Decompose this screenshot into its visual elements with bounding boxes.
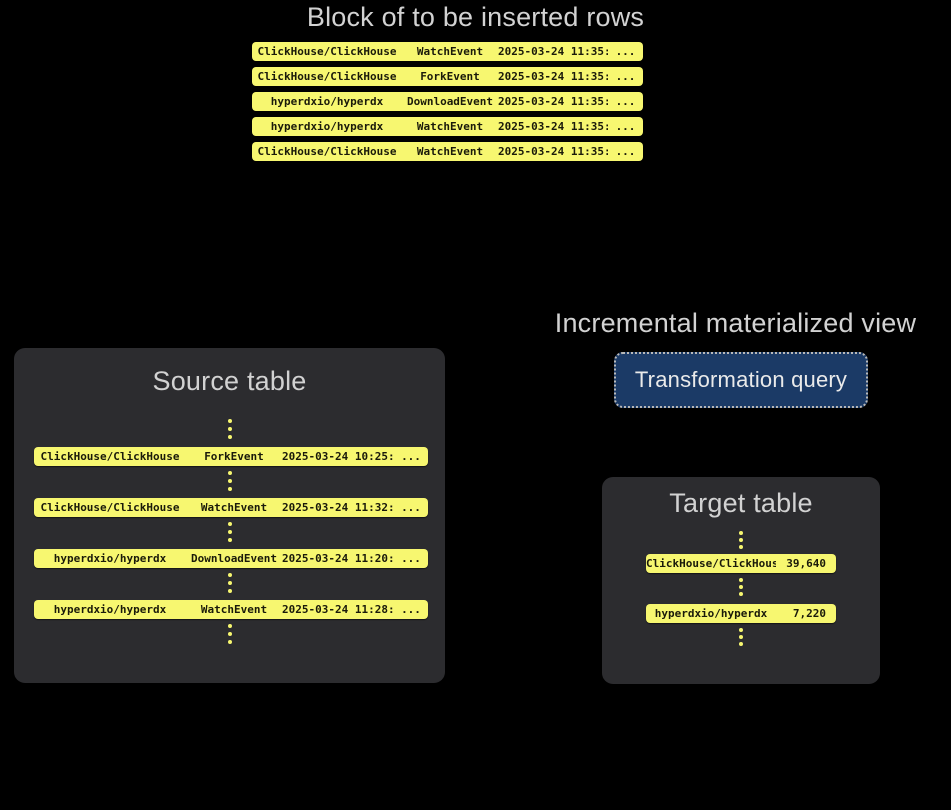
materialized-view-title: Incremental materialized view [554,308,917,338]
ellipsis-icon [228,419,232,439]
ellipsis-icon [228,624,232,644]
row-event: DownloadEvent [406,95,494,108]
target-table-title: Target table [669,488,813,518]
block-row: ClickHouse/ClickHouse ForkEvent 2025-03-… [252,67,643,86]
row-more: ... [615,120,636,133]
row-more: ... [615,95,636,108]
row-repo: ClickHouse/ClickHouse [40,450,180,463]
row-event: DownloadEvent [190,552,278,565]
row-value: 39,640 [786,557,826,570]
target-table-row: hyperdxio/hyperdx 7,220 [646,604,836,623]
row-repo: hyperdxio/hyperdx [270,95,384,108]
row-repo: ClickHouse/ClickHouse [646,557,776,570]
ellipsis-icon [739,578,743,596]
row-repo: hyperdxio/hyperdx [270,120,384,133]
source-table-row: hyperdxio/hyperdx DownloadEvent 2025-03-… [34,549,428,568]
block-row: hyperdxio/hyperdx DownloadEvent 2025-03-… [252,92,643,111]
ellipsis-icon [739,628,743,646]
row-event: WatchEvent [416,145,484,158]
row-repo: hyperdxio/hyperdx [53,603,167,616]
row-timestamp: 2025-03-24 11:20:12 [282,552,394,565]
row-timestamp: 2025-03-24 10:25:00 [282,450,394,463]
row-value: 7,220 [792,607,826,620]
row-timestamp: 2025-03-24 11:35:48 [498,95,608,108]
source-table-row: ClickHouse/ClickHouse ForkEvent 2025-03-… [34,447,428,466]
row-timestamp: 2025-03-24 11:28:32 [282,603,394,616]
row-event: WatchEvent [200,501,268,514]
transformation-query-box[interactable]: Transformation query [614,352,868,408]
row-more: ... [615,45,636,58]
block-row: ClickHouse/ClickHouse WatchEvent 2025-03… [252,42,643,61]
row-more: ... [401,552,421,565]
row-repo: hyperdxio/hyperdx [53,552,167,565]
ellipsis-icon [228,522,232,542]
row-timestamp: 2025-03-24 11:35:54 [498,145,608,158]
row-timestamp: 2025-03-24 11:35:52 [498,120,608,133]
row-event: ForkEvent [420,70,480,83]
block-row: hyperdxio/hyperdx WatchEvent 2025-03-24 … [252,117,643,136]
row-repo: ClickHouse/ClickHouse [257,70,397,83]
ellipsis-icon [228,471,232,491]
row-timestamp: 2025-03-24 11:32:54 [282,501,394,514]
row-repo: ClickHouse/ClickHouse [257,145,397,158]
row-repo: ClickHouse/ClickHouse [257,45,397,58]
row-more: ... [401,450,421,463]
row-event: WatchEvent [416,120,484,133]
row-timestamp: 2025-03-24 11:35:40 [498,45,608,58]
source-table-title: Source table [152,366,307,396]
row-repo: hyperdxio/hyperdx [654,607,768,620]
block-row: ClickHouse/ClickHouse WatchEvent 2025-03… [252,142,643,161]
source-table-row: hyperdxio/hyperdx WatchEvent 2025-03-24 … [34,600,428,619]
row-more: ... [401,501,421,514]
row-more: ... [401,603,421,616]
row-event: WatchEvent [200,603,268,616]
row-event: WatchEvent [416,45,484,58]
ellipsis-icon [739,531,743,549]
source-table-row: ClickHouse/ClickHouse WatchEvent 2025-03… [34,498,428,517]
row-timestamp: 2025-03-24 11:35:44 [498,70,608,83]
target-table-row: ClickHouse/ClickHouse 39,640 [646,554,836,573]
row-repo: ClickHouse/ClickHouse [40,501,180,514]
row-event: ForkEvent [204,450,264,463]
ellipsis-icon [228,573,232,593]
block-title: Block of to be inserted rows [306,2,645,32]
row-more: ... [615,70,636,83]
row-more: ... [615,145,636,158]
